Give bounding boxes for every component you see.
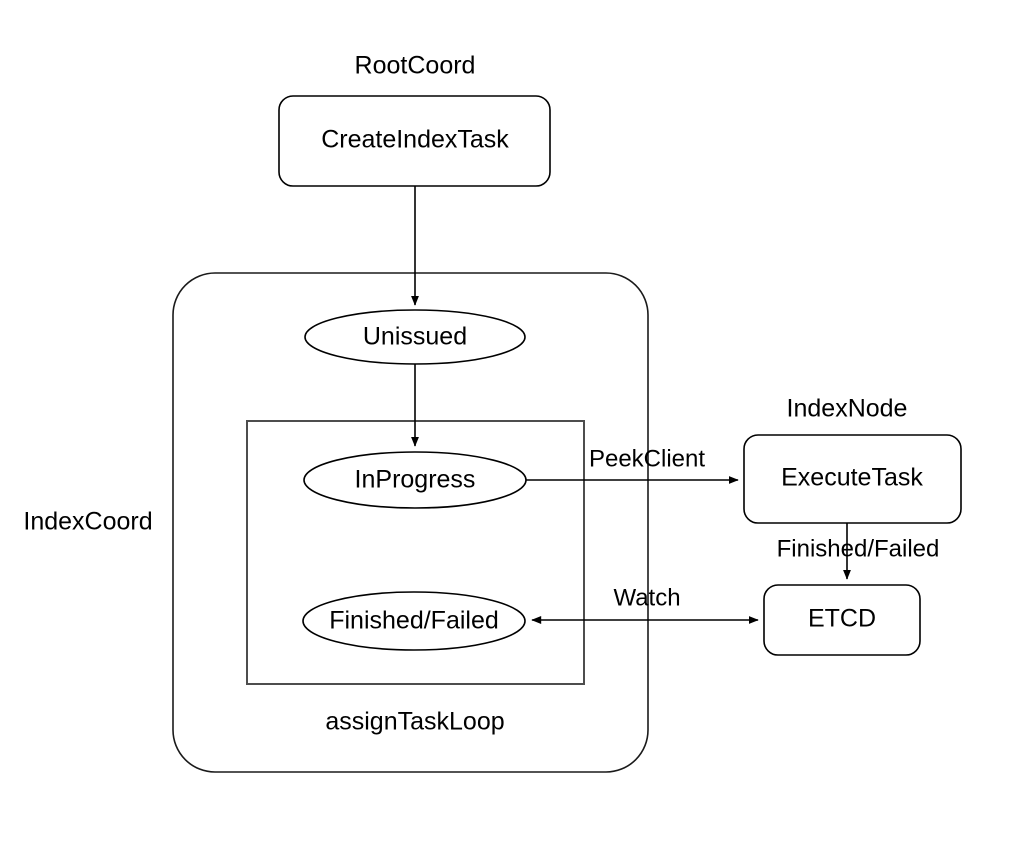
node-etcd[interactable]: ETCD [763,584,921,656]
node-finished-failed-label: Finished/Failed [329,607,499,635]
group-assigntaskloop-label: assignTaskLoop [325,708,504,736]
node-finished-failed[interactable]: Finished/Failed [302,591,526,651]
group-indexnode-label: IndexNode [787,395,908,423]
node-create-index-task[interactable]: CreateIndexTask [278,95,551,187]
group-indexcoord-label: IndexCoord [23,508,152,536]
node-execute-task[interactable]: ExecuteTask [743,434,962,524]
node-create-index-task-label: CreateIndexTask [321,126,509,154]
node-execute-task-shape[interactable] [743,434,962,524]
edge-label-finished-failed: Finished/Failed [777,535,940,562]
node-inprogress-label: InProgress [355,466,476,494]
group-indexcoord-boundary [172,272,649,773]
edge-label-peekclient: PeekClient [589,445,705,472]
group-rootcoord-label: RootCoord [355,52,476,80]
node-unissued[interactable]: Unissued [304,309,526,365]
edge-label-watch: Watch [613,584,680,611]
node-create-index-task-shape[interactable] [278,95,551,187]
node-unissued-shape[interactable] [304,309,526,365]
node-finished-failed-shape[interactable] [302,591,526,651]
node-etcd-label: ETCD [808,605,876,633]
node-etcd-shape[interactable] [763,584,921,656]
node-inprogress-shape[interactable] [303,451,527,509]
node-inprogress[interactable]: InProgress [303,451,527,509]
node-execute-task-label: ExecuteTask [781,464,923,492]
node-unissued-label: Unissued [363,323,467,351]
